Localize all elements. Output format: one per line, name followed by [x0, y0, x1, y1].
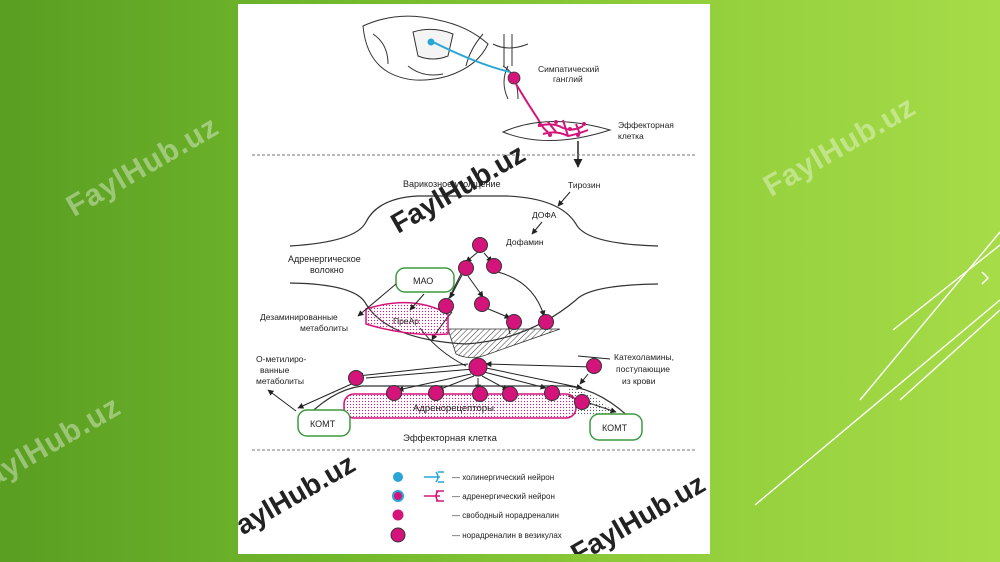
effector-cell-top: [501, 119, 612, 168]
dopa-label: ДОФА: [532, 210, 557, 220]
omethyl-label: О-метилиро- ванные метаболиты: [256, 354, 309, 386]
svg-text:— адренергический нейрон: — адренергический нейрон: [452, 492, 555, 501]
ganglion-neuron: [507, 71, 549, 133]
svg-text:FaylHub.uz: FaylHub.uz: [238, 448, 360, 550]
fiber-label: Адренергическое волокно: [288, 254, 363, 275]
svg-text:— свободный норадреналин: — свободный норадреналин: [452, 511, 559, 520]
release-zone: [447, 328, 561, 358]
dopamine-label: Дофамин: [506, 237, 544, 247]
mao-label: МАО: [413, 276, 433, 286]
prear-region: [365, 301, 449, 336]
catecholamines-label: Катехоламины, поступающие из крови: [614, 352, 676, 386]
release-arrows: [297, 361, 617, 414]
tyrosine-label: Тирозин: [568, 180, 601, 190]
komt-left-label: КОМТ: [310, 419, 336, 429]
adrenergic-synapse-diagram: Симпатический ганглий Эффекторная клетка: [238, 15, 711, 554]
effector-cell-bottom-label: Эффекторная клетка: [403, 433, 498, 444]
spinal-cord: [362, 15, 529, 100]
diagram-figure: Симпатический ганглий Эффекторная клетка: [238, 4, 710, 554]
effector-cell-top-label: Эффекторная клетка: [618, 120, 676, 141]
prear-label: ПреАр: [393, 316, 419, 326]
next-arrow-icon[interactable]: [981, 271, 990, 285]
legend-item-free: — свободный норадреналин: [392, 509, 559, 521]
svg-text:— норадреналин в везикулах: — норадреналин в везикулах: [452, 531, 562, 540]
legend-item-adrenergic: — адренергический нейрон: [392, 490, 555, 502]
ganglion-label: Симпатический ганглий: [538, 64, 602, 84]
vesicles: [348, 237, 602, 410]
komt-right-label: КОМТ: [602, 423, 628, 433]
deaminated-label: Дезаминированные метаболиты: [260, 312, 348, 333]
komt-box-left: [297, 409, 351, 437]
effector-membrane: [299, 385, 637, 425]
adrenoreceptor-label: Адренорецепторы: [413, 403, 494, 414]
legend-item-vesicle: — норадреналин в везикулах: [390, 527, 562, 543]
cholinergic-neuron: [427, 38, 511, 73]
watermark: FaylHub.uz: [0, 389, 127, 504]
watermark: FaylHub.uz: [60, 109, 225, 224]
mao-box: [395, 267, 455, 293]
varicosity-label: Варикозное утолщение: [403, 179, 500, 189]
svg-text:FaylHub.uz: FaylHub.uz: [566, 468, 711, 554]
decorative-lines: [754, 231, 1000, 506]
watermark: FaylHub.uz: [757, 89, 922, 204]
varicosity-outline: [289, 195, 659, 345]
komt-box-right: [589, 413, 643, 441]
legend-item-cholinergic: — холинергический нейрон: [393, 471, 554, 483]
legend: — холинергический нейрон — адренергическ…: [390, 471, 562, 543]
svg-text:— холинергический нейрон: — холинергический нейрон: [452, 473, 554, 482]
